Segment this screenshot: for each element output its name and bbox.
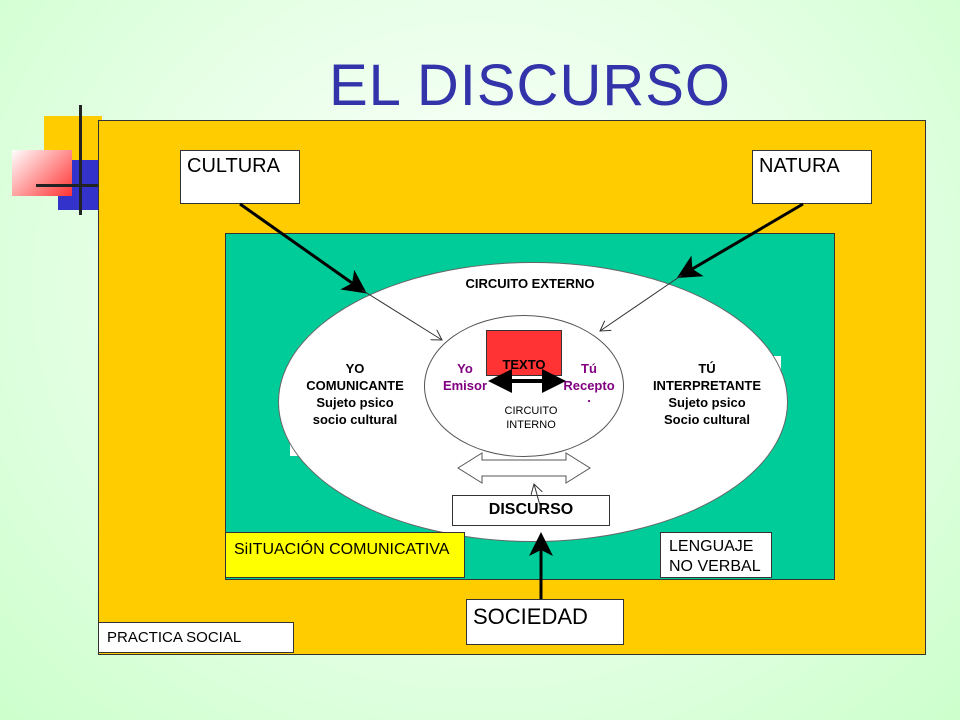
texto-box: TEXTO bbox=[486, 330, 562, 376]
yo-emisor-label: Yo Emisor bbox=[440, 360, 490, 394]
tu-text: Tú bbox=[581, 361, 597, 376]
decoration-horizontal-line bbox=[36, 184, 104, 187]
sujeto-line: Sujeto psico bbox=[668, 395, 746, 410]
emisor-text: Emisor bbox=[442, 378, 488, 393]
decoration-red-square bbox=[12, 150, 72, 196]
circuito-interno-label: CIRCUITO INTERNO bbox=[486, 404, 576, 432]
no-verbal-line: NO VERBAL bbox=[669, 558, 761, 575]
discurso-box: DISCURSO bbox=[452, 495, 610, 526]
natura-box: NATURA bbox=[752, 150, 872, 204]
receptor-dot: . bbox=[587, 390, 591, 405]
receptor-text: Recepto bbox=[563, 378, 615, 393]
tu-line: TÚ bbox=[698, 361, 716, 376]
practica-social-label: PRACTICA SOCIAL bbox=[98, 622, 294, 653]
circuito-line: CIRCUITO bbox=[504, 405, 558, 417]
comunicante-line: COMUNICANTE bbox=[306, 378, 404, 393]
page-title: EL DISCURSO bbox=[328, 53, 732, 118]
sociocultural-line: Socio cultural bbox=[664, 412, 750, 427]
interpretante-line: INTERPRETANTE bbox=[652, 378, 762, 393]
lenguaje-line: LENGUAJE bbox=[669, 538, 754, 555]
tu-interpretante-label: TÚ INTERPRETANTE Sujeto psico Socio cult… bbox=[640, 360, 774, 428]
situacion-comunicativa-label: SiITUACIÓN COMUNICATIVA bbox=[225, 532, 465, 578]
interno-line: INTERNO bbox=[506, 419, 556, 431]
lenguaje-no-verbal-box: LENGUAJE NO VERBAL bbox=[660, 532, 772, 578]
yo-comunicante-label: YO COMUNICANTE Sujeto psico socio cultur… bbox=[290, 360, 420, 428]
sujeto-line: Sujeto psico bbox=[316, 395, 394, 410]
yo-text: Yo bbox=[457, 361, 473, 376]
yo-line: YO bbox=[345, 361, 365, 376]
decoration-vertical-line bbox=[79, 105, 82, 215]
tu-receptor-label: Tú Recepto . bbox=[558, 360, 620, 405]
sociocultural-line: socio cultural bbox=[312, 412, 398, 427]
sociedad-box: SOCIEDAD bbox=[466, 599, 624, 645]
cultura-box: CULTURA bbox=[180, 150, 300, 204]
circuito-externo-label: CIRCUITO EXTERNO bbox=[465, 276, 595, 291]
